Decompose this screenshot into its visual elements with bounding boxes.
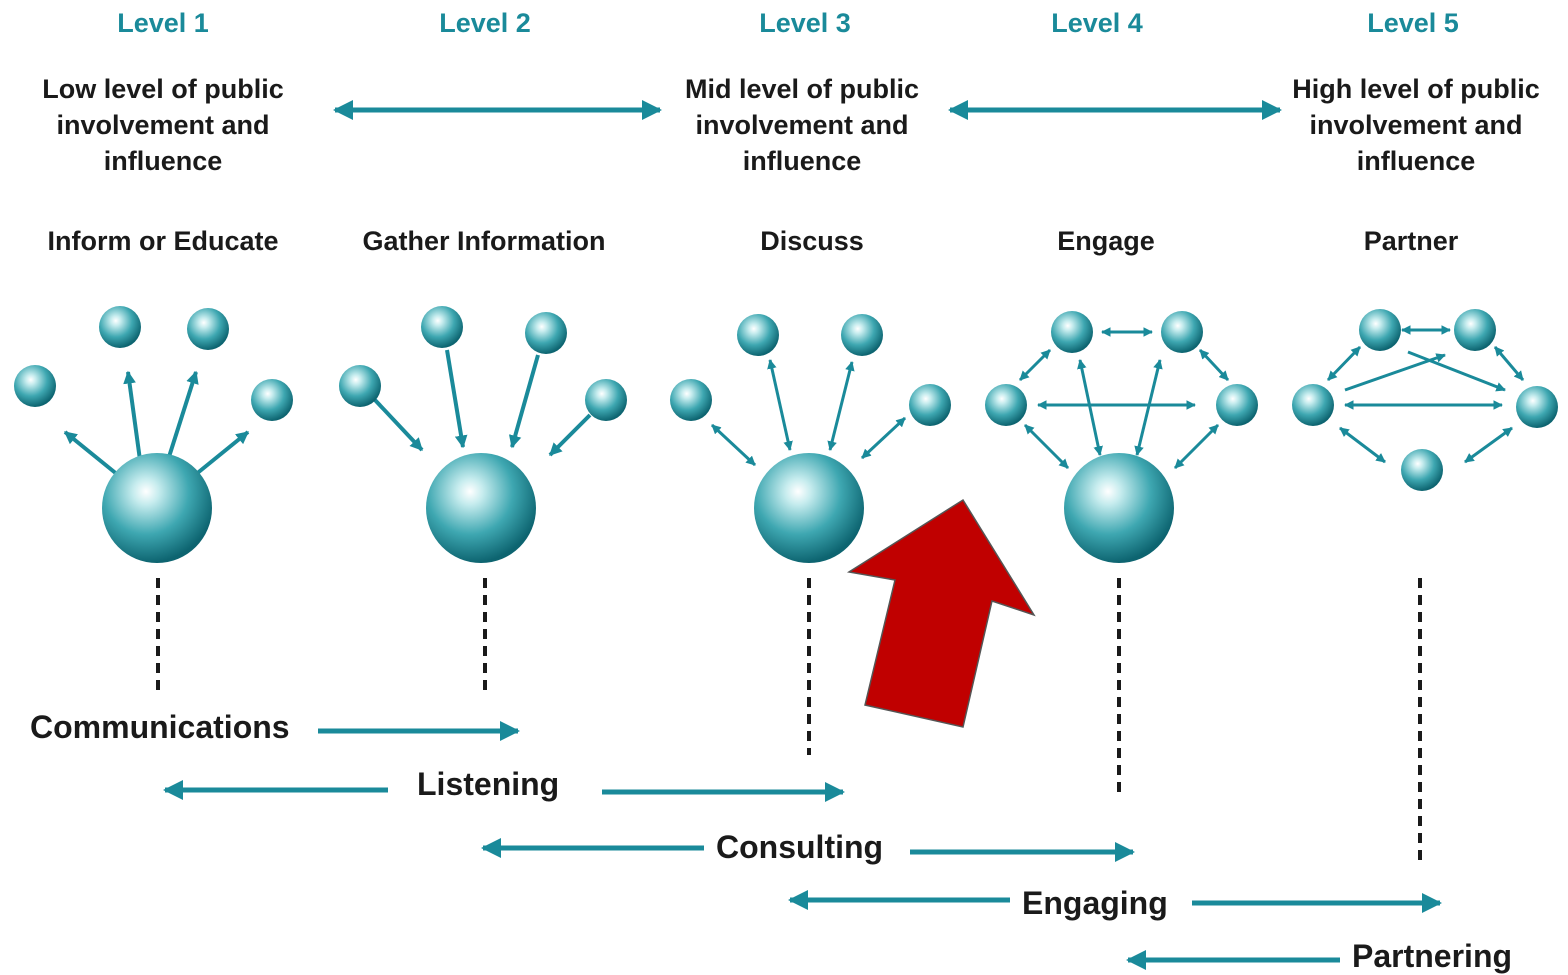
level-3-network-icon (670, 314, 951, 563)
level-2-label: Level 2 (439, 8, 531, 38)
dashed-connectors (156, 578, 1422, 865)
phase-listening: Listening (417, 766, 560, 802)
phase-partnering: Partnering (1352, 938, 1513, 974)
phase-engaging: Engaging (1022, 885, 1168, 921)
red-up-arrow-icon (846, 498, 1036, 728)
level-5-label: Level 5 (1367, 8, 1459, 38)
type-discuss: Discuss (760, 226, 864, 256)
high-involvement-text: High level of public involvement and inf… (1292, 74, 1540, 176)
type-engage: Engage (1057, 226, 1155, 256)
phase-communications: Communications (30, 709, 290, 745)
type-gather-information: Gather Information (362, 226, 606, 256)
level-1-network-icon (14, 306, 293, 563)
type-partner: Partner (1363, 226, 1459, 256)
level-4-label: Level 4 (1051, 8, 1143, 38)
phase-arrows (163, 721, 1442, 970)
level-1-label: Level 1 (117, 8, 209, 38)
level-5-network-icon (1292, 309, 1558, 491)
level-4-network-icon (985, 311, 1258, 563)
low-involvement-text: Low level of public involvement and infl… (42, 74, 284, 176)
phase-consulting: Consulting (716, 829, 884, 865)
mid-involvement-text: Mid level of public involvement and infl… (684, 74, 920, 176)
level-3-label: Level 3 (759, 8, 851, 38)
level-2-network-icon (339, 306, 627, 563)
type-inform-or-educate: Inform or Educate (47, 226, 279, 256)
